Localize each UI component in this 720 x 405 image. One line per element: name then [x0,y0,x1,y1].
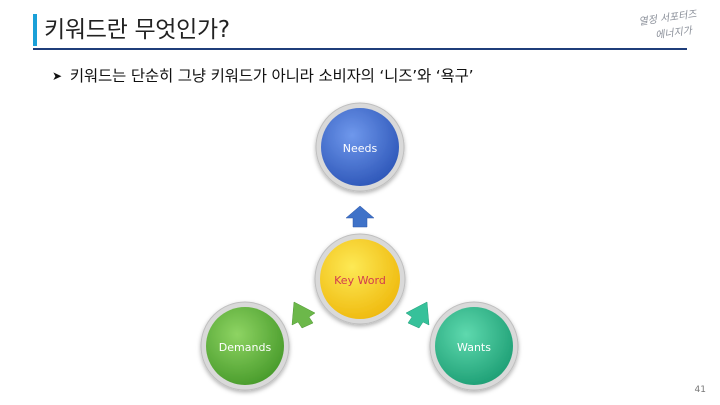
arrow-up-icon [345,205,375,228]
needs-node [315,102,405,192]
logo-line2: 에너지가 [655,24,695,41]
page-number: 41 [694,385,706,395]
keyword-center-label: Key Word [334,274,386,287]
needs-label: Needs [343,142,378,155]
arrow-down-left-icon [291,301,316,329]
title-accent-bar [33,14,37,46]
keyword-center-node [314,233,406,325]
demands-label: Demands [219,341,272,354]
demands-node [200,301,290,391]
wants-label: Wants [457,341,491,354]
brand-logo: 열정 서포터즈 에너지가 [638,8,698,42]
slide-title: 키워드란 무엇인가? [44,17,230,43]
bullet-point: ➤ 키워드는 단순히 그냥 키워드가 아니라 소비자의 ‘니즈’와 ‘욕구’ [52,64,474,86]
title-underline [33,48,687,50]
arrow-down-right-icon [405,301,430,329]
wants-node [429,301,519,391]
bullet-arrow-icon: ➤ [52,69,62,83]
bullet-text: 키워드는 단순히 그냥 키워드가 아니라 소비자의 ‘니즈’와 ‘욕구’ [69,67,474,85]
